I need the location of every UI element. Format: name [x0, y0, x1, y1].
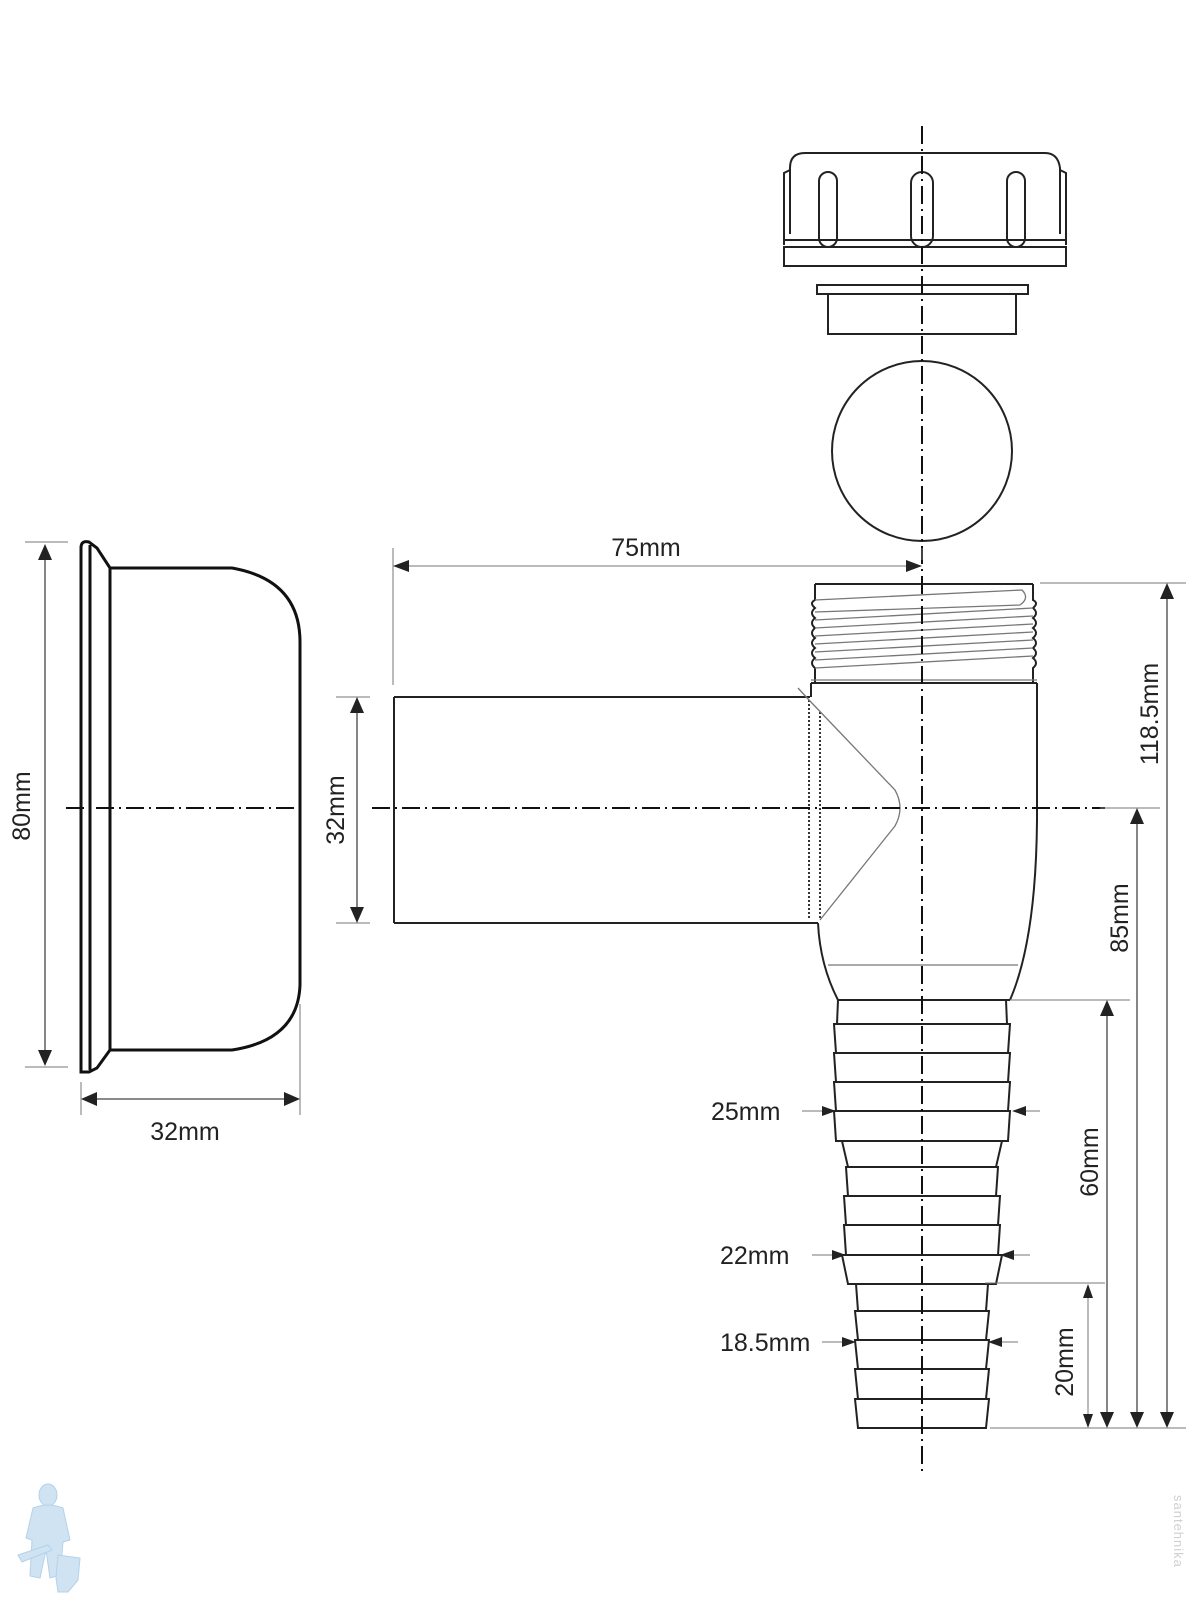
- label-barb-d1: 25mm: [711, 1098, 780, 1126]
- dimension-cover-depth: 32mm: [80, 1004, 301, 1146]
- tee-body-with-threaded-top: [810, 583, 1130, 1001]
- dimension-axis-height: 85mm: [1100, 807, 1160, 1428]
- dimension-spigot-diameter: 32mm: [322, 696, 370, 924]
- dimension-total-height: 118.5mm: [1040, 582, 1186, 1428]
- plumber-mascot-icon: [17, 1483, 81, 1593]
- dimension-barb-d3: 18.5mm: [720, 1329, 1018, 1357]
- dimension-last-section: 20mm: [985, 1282, 1105, 1428]
- label-last-section: 20mm: [1051, 1327, 1079, 1396]
- dimension-barb-d2: 22mm: [720, 1242, 1030, 1270]
- barb-ring: [832, 1110, 1012, 1142]
- horizontal-spigot: [393, 687, 901, 924]
- label-total-height: 118.5mm: [1136, 663, 1164, 765]
- dimension-spigot-length: 75mm: [392, 534, 923, 685]
- dimension-barb-length: 60mm: [1076, 1000, 1114, 1428]
- stepped-hose-connector: [832, 999, 1012, 1429]
- label-spigot-diameter: 32mm: [322, 775, 350, 844]
- barb-ring: [840, 1254, 1004, 1285]
- wall-flange-cover: [66, 540, 302, 1074]
- label-barb-length: 60mm: [1076, 1127, 1104, 1196]
- label-cover-depth: 32mm: [150, 1118, 219, 1146]
- watermark-text: santehnika: [1171, 1495, 1186, 1568]
- label-barb-d2: 22mm: [720, 1242, 789, 1270]
- label-cover-height: 80mm: [8, 771, 36, 840]
- barb-ring: [853, 1398, 991, 1429]
- label-barb-d3: 18.5mm: [720, 1329, 810, 1357]
- threaded-union-nut: [783, 152, 1067, 267]
- dimension-cover-height: 80mm: [8, 541, 68, 1068]
- label-spigot-length: 75mm: [611, 534, 680, 562]
- dimension-barb-d1: 25mm: [711, 1098, 1040, 1126]
- label-axis-height: 85mm: [1106, 883, 1134, 952]
